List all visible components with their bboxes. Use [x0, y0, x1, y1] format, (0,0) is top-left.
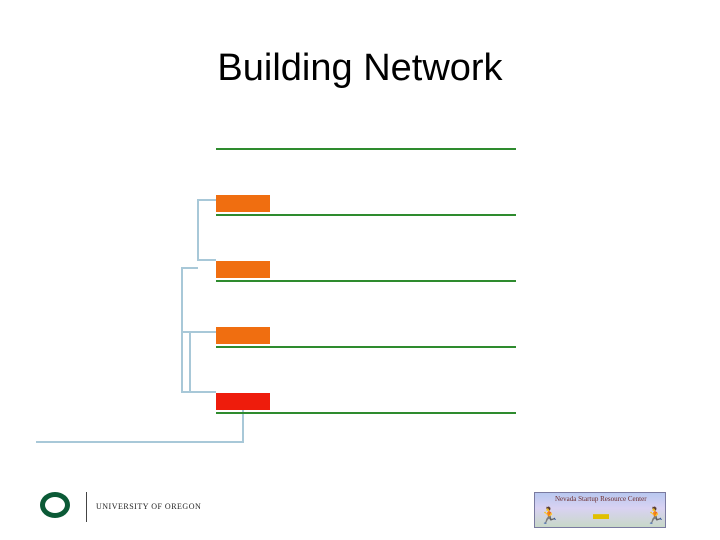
row-box [216, 327, 270, 344]
row-boxes [216, 195, 270, 410]
row-lines [216, 148, 516, 414]
tree-connectors [36, 199, 244, 443]
logo-divider [86, 492, 87, 522]
left-figure-icon: 🏃 [539, 508, 559, 525]
startup-resource-center-logo: Nevada Startup Resource Center 🏃 ▬ 🏃 [534, 492, 666, 528]
connector-segment [182, 331, 191, 392]
row-box [216, 195, 270, 212]
right-figure-icon: 🏃 [645, 508, 665, 525]
university-of-oregon-logo: UNIVERSITY OF OREGON [38, 490, 218, 526]
connector-segment [36, 402, 244, 443]
slide-title: Building Network [217, 47, 503, 89]
resource-center-name: Nevada Startup Resource Center [555, 495, 647, 503]
row-box [216, 393, 270, 410]
connector-segment [197, 199, 216, 261]
uo-o-icon [40, 492, 70, 518]
university-name: UNIVERSITY OF OREGON [96, 502, 202, 511]
connector-segment [181, 267, 216, 393]
row-box [216, 261, 270, 278]
map-icon: ▬ [593, 506, 609, 523]
